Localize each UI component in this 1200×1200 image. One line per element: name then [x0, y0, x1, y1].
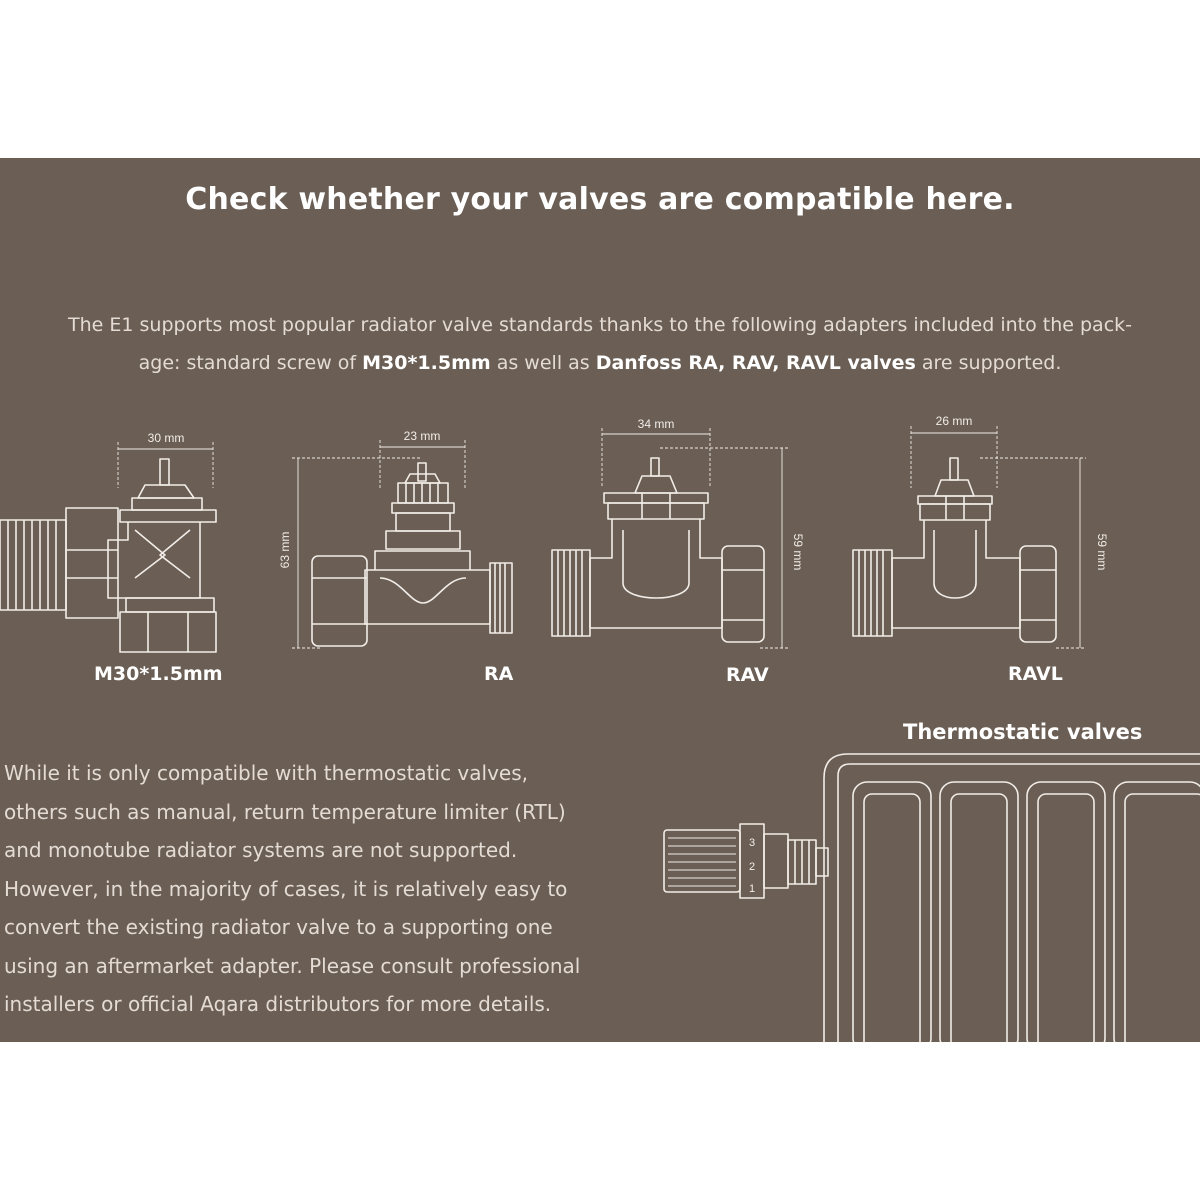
note-line: others such as manual, return temperatur…: [4, 799, 566, 824]
note-line: using an aftermarket adapter. Please con…: [4, 953, 581, 978]
valve-label-m30: M30*1.5mm: [94, 663, 223, 685]
valve-ravl-drawing: [852, 426, 1086, 649]
valve-ra-drawing: [292, 440, 513, 649]
note-line: convert the existing radiator valve to a…: [4, 915, 553, 939]
dim-ra-width: 23 mm: [404, 429, 441, 443]
note-line: installers or official Aqara distributor…: [4, 992, 552, 1016]
dim-rav-height: 59 mm: [791, 534, 805, 571]
radiator-drawing: [663, 753, 1200, 1042]
valve-label-ravl: RAVL: [1008, 663, 1063, 685]
compatibility-note: While it is only compatible with thermos…: [4, 754, 604, 1024]
valve-label-ra: RA: [484, 663, 514, 685]
thermostat-scale-2: 2: [749, 861, 755, 873]
valve-label-rav: RAV: [726, 664, 769, 686]
note-line: While it is only compatible with thermos…: [4, 761, 528, 785]
intro-text-c: are supported.: [915, 352, 1062, 374]
intro-line-1: The E1 supports most popular radiator va…: [68, 314, 1132, 336]
thermostat-scale-1: 1: [749, 883, 755, 895]
valve-drawings: 30 mm 23 mm 63 mm 34 mm 59 mm 26 mm 59 m…: [0, 414, 1200, 1042]
dim-rav-width: 34 mm: [638, 417, 675, 431]
headline: Check whether your valves are compatible…: [185, 182, 1015, 217]
intro-paragraph: The E1 supports most popular radiator va…: [0, 306, 1200, 382]
valve-m30-drawing: [0, 442, 217, 653]
note-line: However, in the majority of cases, it is…: [4, 876, 568, 901]
intro-bold-danfoss: Danfoss RA, RAV, RAVL valves: [595, 352, 916, 374]
dim-ravl-width: 26 mm: [936, 414, 973, 428]
intro-line-2: age: standard screw of M30*1.5mm as well…: [0, 344, 1200, 382]
dim-ra-height: 63 mm: [278, 532, 292, 569]
dim-m30-width: 30 mm: [148, 431, 185, 445]
intro-text-a: age: standard screw of: [138, 352, 363, 374]
note-line: and monotube radiator systems are not su…: [4, 838, 518, 862]
dim-ravl-height: 59 mm: [1095, 534, 1109, 571]
compatibility-panel: Check whether your valves are compatible…: [0, 158, 1200, 1042]
intro-text-b: as well as: [490, 352, 596, 374]
thermostat-scale-3: 3: [749, 837, 755, 849]
thermostatic-valves-title: Thermostatic valves: [903, 720, 1143, 744]
intro-bold-m30: M30*1.5mm: [362, 352, 491, 374]
valve-rav-drawing: [551, 428, 788, 649]
